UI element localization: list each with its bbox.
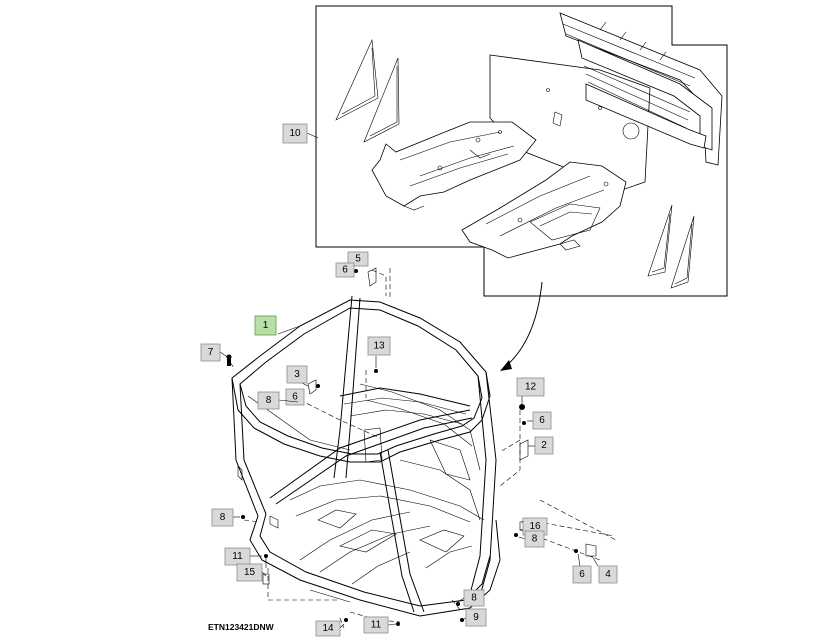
floor-mat-left [371, 121, 537, 211]
svg-text:14: 14 [322, 623, 334, 634]
screw-icon [514, 533, 518, 537]
callout-8d: 8 [457, 589, 485, 607]
svg-text:8: 8 [220, 512, 226, 523]
svg-text:4: 4 [605, 569, 611, 580]
inset-detail-panel: 10 [282, 5, 728, 297]
svg-text:11: 11 [371, 620, 382, 631]
bracket-icon [367, 267, 377, 287]
svg-text:3: 3 [294, 369, 300, 380]
stud-icon [262, 573, 270, 585]
callout-2: 2 [528, 436, 554, 455]
svg-text:15: 15 [244, 567, 256, 578]
headliner-stack [559, 12, 723, 166]
screw-icon [354, 269, 358, 273]
arrow-head [500, 360, 512, 371]
svg-text:8: 8 [471, 593, 477, 604]
svg-text:13: 13 [373, 341, 385, 352]
svg-text:6: 6 [579, 569, 585, 580]
side-glass-left [335, 38, 400, 143]
callout-1: 1 [254, 315, 301, 336]
callout-11b: 11 [363, 616, 397, 634]
callout-4: 4 [591, 555, 618, 584]
svg-text:8: 8 [532, 534, 538, 545]
callout-7: 7 [200, 343, 227, 362]
svg-text:1: 1 [263, 320, 269, 331]
callout-3: 3 [286, 365, 309, 387]
fasteners [226, 267, 597, 626]
callout-13: 13 [367, 336, 391, 368]
callout-12: 12 [516, 377, 545, 404]
drawing-reference-code: ETN123421DNW [208, 622, 275, 632]
callout-6a: 6 [335, 262, 355, 278]
clip-icon [585, 543, 597, 557]
callout-8a: 8 [257, 391, 299, 410]
cab-frame [231, 295, 501, 617]
svg-text:12: 12 [525, 382, 537, 393]
callout-9: 9 [461, 608, 487, 627]
explosion-lines [225, 268, 617, 629]
svg-text:10: 10 [289, 128, 301, 139]
svg-text:2: 2 [541, 440, 547, 451]
callout-14: 14 [315, 620, 345, 637]
svg-text:6: 6 [539, 415, 545, 426]
callout-6d: 6 [572, 553, 592, 584]
svg-text:11: 11 [232, 551, 243, 562]
callout-6b: 6 [285, 388, 305, 406]
svg-text:9: 9 [473, 612, 479, 623]
svg-text:6: 6 [342, 265, 348, 276]
screw-icon [241, 515, 245, 519]
inset-pointer-arrow [505, 281, 543, 367]
svg-text:7: 7 [208, 347, 214, 358]
callout-10: 10 [282, 123, 319, 144]
side-glass-right [647, 204, 695, 289]
callout-15: 15 [236, 563, 267, 582]
svg-text:5: 5 [355, 254, 361, 265]
screw-icon [316, 384, 320, 388]
callout-8c: 8 [518, 530, 545, 548]
callout-8b: 8 [211, 508, 240, 527]
nut-icon [519, 404, 525, 410]
screw-icon [374, 369, 378, 373]
screw-icon [522, 421, 526, 425]
floor-mat-right [461, 161, 627, 259]
svg-text:16: 16 [529, 521, 541, 532]
svg-text:8: 8 [266, 395, 272, 406]
svg-text:6: 6 [292, 392, 298, 403]
callout-5: 5 [347, 251, 369, 267]
latch-icon [519, 439, 529, 461]
screw-icon [574, 549, 578, 553]
callout-6c: 6 [527, 411, 552, 430]
